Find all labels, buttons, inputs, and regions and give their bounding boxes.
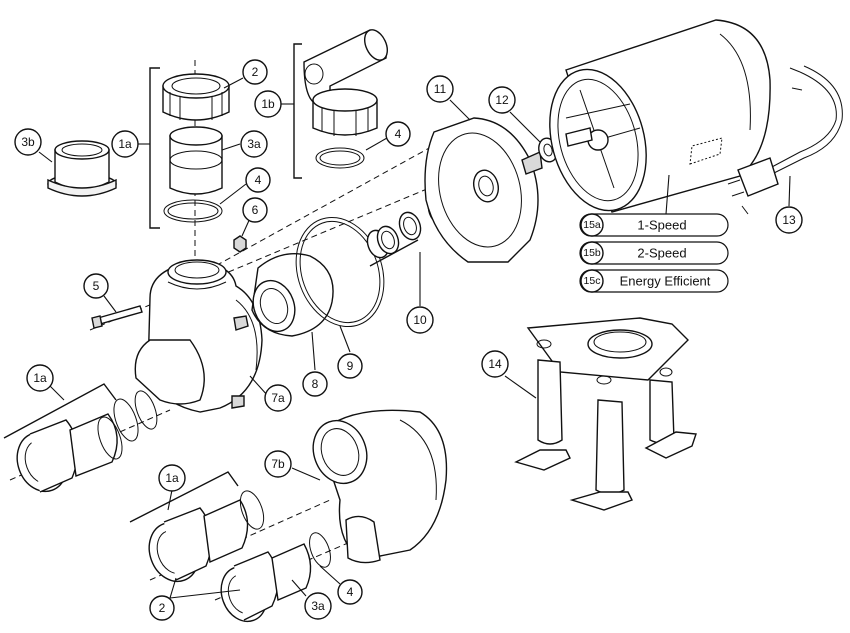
union-nut-top xyxy=(162,73,230,121)
motor-option-15a: 15a 1-Speed xyxy=(579,213,729,237)
callout-2-bottom: 2 xyxy=(149,595,175,621)
motor-option-label: 1-Speed xyxy=(637,218,686,233)
oring-bottom xyxy=(239,490,265,530)
callout-label: 7b xyxy=(271,457,285,471)
callout-7a: 7a xyxy=(264,384,292,412)
union-nut-bottom xyxy=(148,507,213,583)
leader-lines xyxy=(38,77,791,599)
callout-8: 8 xyxy=(302,371,328,397)
oring-1b xyxy=(315,147,365,169)
callout-3a-bottom: 3a xyxy=(304,592,332,620)
motor-option-label: Energy Efficient xyxy=(620,274,711,289)
callout-7b: 7b xyxy=(264,450,292,478)
callout-label: 7a xyxy=(271,391,285,405)
oring-bottom-2 xyxy=(309,532,331,568)
bracket-1a-bottom xyxy=(129,471,239,523)
motor-option-15b: 15b 2-Speed xyxy=(579,241,729,265)
motor-option-15c: 15c Energy Efficient xyxy=(579,269,729,293)
bracket-1b xyxy=(293,43,302,179)
callout-label: 3b xyxy=(21,135,35,149)
callout-label: 2 xyxy=(252,65,259,79)
callout-2-top: 2 xyxy=(242,59,268,85)
pump-housing-7b xyxy=(312,409,448,564)
motor-option-code: 15a xyxy=(583,219,601,231)
callout-label: 3a xyxy=(247,137,261,151)
nut-part-6 xyxy=(233,235,247,253)
callout-label: 14 xyxy=(488,357,502,371)
callout-3b: 3b xyxy=(14,128,42,156)
callout-label: 1a xyxy=(165,471,179,485)
callout-11: 11 xyxy=(426,75,454,103)
callout-12: 12 xyxy=(488,86,516,114)
callout-label: 9 xyxy=(347,359,354,373)
callout-label: 11 xyxy=(434,82,447,96)
power-cord-part-13 xyxy=(727,65,843,215)
callout-label: 6 xyxy=(252,203,259,217)
union-nut-bottom-2 xyxy=(220,551,279,623)
callout-13: 13 xyxy=(775,206,803,234)
diffuser-part-8 xyxy=(251,253,334,337)
bolt-part-5 xyxy=(91,305,143,329)
callout-label: 5 xyxy=(93,279,100,293)
callout-1a-top: 1a xyxy=(111,130,139,158)
motor-base-part-14 xyxy=(514,317,697,511)
tailpiece-bottom-2 xyxy=(271,543,312,602)
seal-plate-part-11 xyxy=(424,117,543,263)
callout-9: 9 xyxy=(337,353,363,379)
callout-label: 2 xyxy=(159,601,166,615)
callout-5: 5 xyxy=(83,273,109,299)
callout-1a-bottom: 1a xyxy=(158,464,186,492)
bracket-1a-mid xyxy=(3,383,117,439)
callout-label: 4 xyxy=(395,127,402,141)
callout-label: 12 xyxy=(495,93,509,107)
oring-top xyxy=(163,199,223,223)
bushing-part-3b xyxy=(47,140,117,197)
callout-label: 4 xyxy=(347,585,354,599)
motor-option-code: 15c xyxy=(584,275,601,287)
tailpiece-top xyxy=(169,126,223,195)
callout-label: 1b xyxy=(261,97,275,111)
callout-label: 8 xyxy=(312,377,319,391)
callout-4-right: 4 xyxy=(385,121,411,147)
callout-6: 6 xyxy=(242,197,268,223)
motor-option-code: 15b xyxy=(583,247,601,259)
bracket-1a-top xyxy=(149,67,160,229)
motor-option-label: 2-Speed xyxy=(637,246,686,261)
callout-label: 10 xyxy=(413,313,427,327)
callout-label: 4 xyxy=(255,173,262,187)
callout-label: 13 xyxy=(782,213,796,227)
callout-3a-top: 3a xyxy=(240,130,268,158)
motor-part-15 xyxy=(549,19,771,213)
pump-housing-7a xyxy=(134,259,263,413)
callout-label: 3a xyxy=(311,599,325,613)
union-nut-mid xyxy=(16,419,79,493)
callout-label: 1a xyxy=(118,137,132,151)
callout-4-bottom: 4 xyxy=(337,579,363,605)
callout-14: 14 xyxy=(481,350,509,378)
callout-10: 10 xyxy=(406,306,434,334)
oring-mid xyxy=(113,390,158,442)
callout-1a-mid: 1a xyxy=(26,364,54,392)
callout-label: 1a xyxy=(33,371,47,385)
tailpiece-mid xyxy=(69,413,123,477)
callout-1b: 1b xyxy=(254,90,282,118)
callout-4-left: 4 xyxy=(245,167,271,193)
elbow-part-1b xyxy=(303,29,389,136)
